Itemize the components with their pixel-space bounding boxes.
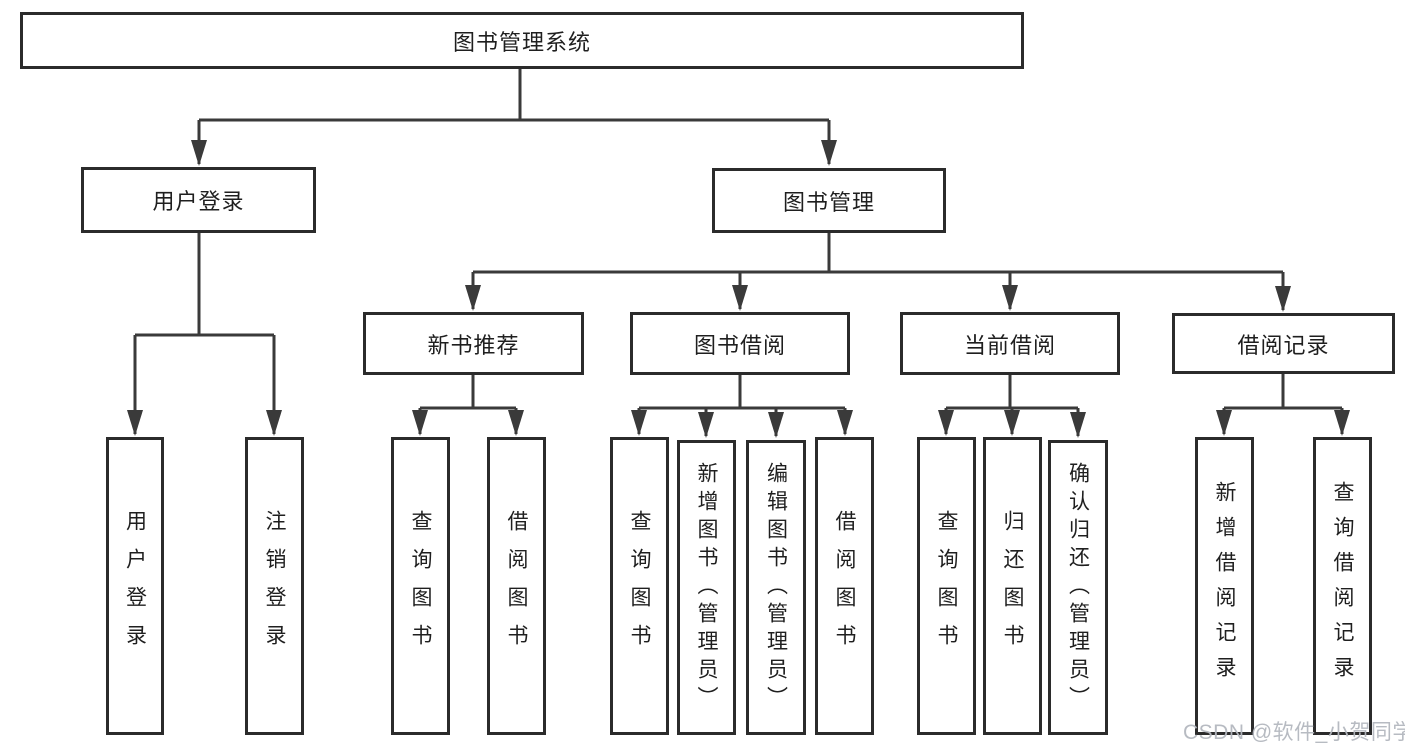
connector-current-borrowing-children [938,375,1086,438]
node-label: 图书借阅 [693,332,786,358]
leaf-label: 新增图书（管理员） [695,461,718,714]
node-label: 图书管理 [782,189,875,215]
leaf-label: 查询图书 [628,510,651,662]
leaf-label: 借阅图书 [833,510,856,662]
node-label: 新书推荐 [427,332,520,358]
node-current-borrowing: 当前借阅 [900,312,1120,375]
leaf-query-books-borrowing: 查询图书 [610,437,669,735]
connector-root-to-level2 [191,69,837,166]
leaf-return-books: 归还图书 [983,437,1042,735]
leaf-logout-login: 注销登录 [245,437,304,735]
leaf-label: 新增借阅记录 [1213,481,1236,691]
leaf-label: 归还图书 [1001,510,1024,662]
leaf-label: 查询借阅记录 [1331,481,1354,691]
connector-borrowing-records-children [1216,374,1350,436]
leaf-query-books-current: 查询图书 [917,437,976,735]
leaf-query-books-recommend: 查询图书 [391,437,450,735]
connector-user-login-children [127,233,282,436]
leaf-borrow-books-borrowing: 借阅图书 [815,437,874,735]
node-label: 图书管理系统 [452,29,591,55]
leaf-label: 用户登录 [123,510,147,662]
leaf-edit-books-admin: 编辑图书（管理员） [746,440,806,735]
node-user-login: 用户登录 [81,167,316,233]
leaf-label: 确认归还（管理员） [1066,461,1090,714]
leaf-label: 编辑图书（管理员） [764,461,788,714]
connector-book-borrowing-children [631,375,853,438]
connector-new-book-children [412,375,524,436]
node-borrowing-records: 借阅记录 [1172,313,1395,374]
connector-book-management-children [465,233,1291,312]
leaf-add-books-admin: 新增图书（管理员） [677,440,736,735]
leaf-label: 查询图书 [409,510,432,662]
leaf-confirm-return-admin: 确认归还（管理员） [1048,440,1108,735]
node-label: 借阅记录 [1237,332,1330,358]
leaf-add-borrow-record: 新增借阅记录 [1195,437,1254,735]
leaf-user-login: 用户登录 [106,437,164,735]
leaf-label: 注销登录 [263,510,286,662]
node-label: 当前借阅 [963,332,1056,358]
node-library-management-system: 图书管理系统 [20,12,1024,69]
node-book-management: 图书管理 [712,168,946,233]
leaf-query-borrow-record: 查询借阅记录 [1313,437,1372,735]
leaf-label: 查询图书 [935,510,958,662]
node-new-book-recommendation: 新书推荐 [363,312,584,375]
watermark-text: CSDN @软件_小贺同学 [1183,721,1405,744]
node-book-borrowing: 图书借阅 [630,312,850,375]
leaf-label: 借阅图书 [505,510,528,662]
leaf-borrow-books-recommend: 借阅图书 [487,437,546,735]
node-label: 用户登录 [152,189,245,214]
